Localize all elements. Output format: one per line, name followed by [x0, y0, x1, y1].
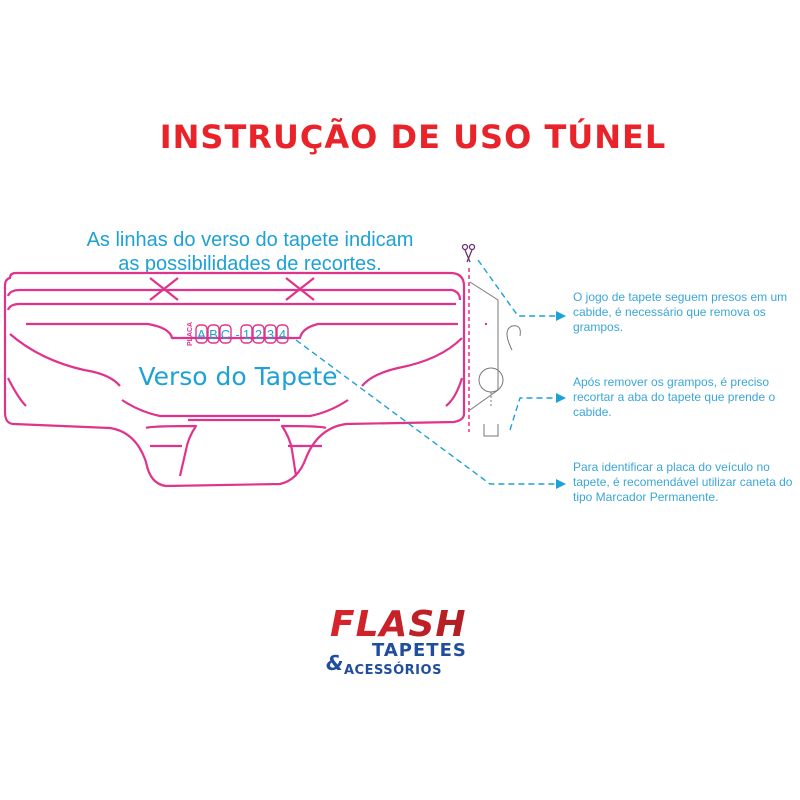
svg-text:-: -: [235, 327, 239, 342]
hint-line-2: as possibilidades de recortes.: [118, 253, 382, 275]
mat-outline: [3, 271, 466, 488]
plate-char: C: [219, 324, 232, 344]
logo-word-flash: FLASH: [330, 604, 466, 645]
arrowhead: [556, 393, 566, 403]
page-title: INSTRUÇÃO DE USO TÚNEL: [159, 118, 667, 156]
plate-tag: PLACA: [187, 322, 194, 346]
hanger-hook-icon: [506, 325, 521, 351]
callout-arrowheads: [556, 311, 566, 489]
plate-char: 1: [240, 324, 253, 344]
plate-char: -: [235, 327, 239, 342]
plate-char: B: [207, 324, 220, 344]
svg-text:A: A: [197, 327, 206, 342]
logo-amp: &: [326, 651, 343, 675]
hint-line-1: As linhas do verso do tapete indicam: [86, 229, 414, 251]
arrowhead: [556, 311, 566, 321]
svg-text:3: 3: [267, 327, 274, 342]
logo-word-tapetes: TAPETES: [372, 640, 467, 661]
plate-char: 4: [276, 324, 289, 344]
hanger-tab: [468, 268, 521, 437]
plate-char: 3: [264, 324, 277, 344]
note-plate-marker: Para identificar a placa do veículo no t…: [573, 460, 793, 504]
arrowhead: [556, 479, 566, 489]
note-remove-staples: O jogo de tapete seguem presos em um cab…: [573, 290, 788, 334]
callout-lines: [295, 259, 556, 485]
svg-text:2: 2: [255, 327, 262, 342]
logo-word-acessorios: ACESSÓRIOS: [344, 662, 442, 678]
brand-logo: FLASH TAPETES & ACESSÓRIOS: [326, 604, 467, 678]
svg-text:4: 4: [279, 327, 286, 342]
mat-label: Verso do Tapete: [138, 362, 337, 391]
cut-lines-hint: As linhas do verso do tapete indicam as …: [40, 228, 460, 276]
svg-text:C: C: [221, 327, 230, 342]
svg-text:B: B: [209, 327, 218, 342]
plate-char: 2: [252, 324, 265, 344]
plate-char: A: [195, 324, 208, 344]
svg-text:1: 1: [243, 327, 250, 342]
note-cut-tab: Após remover os grampos, é preciso recor…: [573, 375, 776, 419]
scissors-icon: [461, 243, 476, 263]
staple-icon: [483, 424, 499, 437]
